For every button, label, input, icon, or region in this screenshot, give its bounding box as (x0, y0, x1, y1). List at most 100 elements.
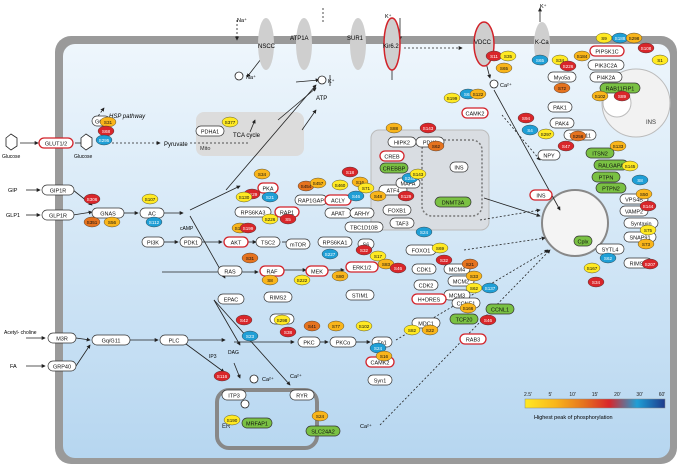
node-gqg11: Gq/G11 (91, 334, 131, 346)
node-vps4b-label: VPS4B (625, 197, 643, 203)
node-itsn2-label: ITSN2 (592, 151, 608, 157)
node-ras-box (217, 265, 243, 277)
phosphosite-14: S21 (261, 191, 279, 203)
phosphosite-44-label: S188 (615, 36, 626, 41)
node-rap1: RAP1 (274, 206, 300, 218)
node-arhy-label: ARHY (354, 211, 370, 217)
node-foxb1-box (382, 204, 412, 216)
node-pkcalpha: PKCα (329, 336, 357, 348)
node-camk2_top-box (461, 107, 489, 119)
node-tp1-label: Tp1 (377, 340, 386, 346)
node-dnmt3a-box (434, 196, 472, 208)
phosphosite-55-marker (621, 160, 639, 172)
node-pak1-box (547, 101, 573, 113)
node-pdha1-box (195, 125, 225, 137)
phosphosite-95-label: S190 (227, 418, 238, 423)
phosphosite-67: S222 (293, 274, 311, 286)
phosphosite-83: S82 (403, 324, 421, 336)
node-syn1-box (367, 374, 393, 386)
phosphosite-35-label: S35 (504, 54, 513, 59)
phosphosite-41: S72 (553, 82, 571, 94)
phosphosite-29-marker (427, 140, 445, 152)
phosphosite-2-label: S295 (99, 138, 110, 143)
phosphosite-56: S8 (631, 174, 649, 186)
phosphosite-9-marker (253, 168, 271, 180)
node-itp3-label: ITP3 (228, 393, 240, 399)
node-erk12-box (345, 261, 379, 273)
phosphosite-53-label: S256 (573, 134, 584, 139)
node-grp40-box (47, 360, 77, 372)
na-in-label: Na⁺ (246, 74, 256, 81)
node-slc24a2-label: SLC24A2 (311, 429, 335, 435)
node-stim1-label: STIM1 (352, 293, 368, 299)
phosphosite-83-label: S82 (408, 328, 417, 333)
legend-tick-5: 30' (636, 392, 643, 398)
node-tcf20-box (449, 313, 479, 325)
phosphosite-21-label: S16 (356, 180, 365, 185)
glucose-in-icon (80, 133, 93, 151)
phosphosite-96-label: S24 (316, 414, 325, 419)
phosphosite-41-marker (553, 82, 571, 94)
phosphosite-84-label: S22 (426, 328, 435, 333)
node-cdk1-label: CDK1 (417, 267, 432, 273)
node-rims2-label: RIMS2 (270, 295, 287, 301)
legend-tick-1: 5' (548, 392, 552, 398)
node-mcm2-label: MCM2 (453, 279, 469, 285)
phosphosite-58: S144 (639, 200, 657, 212)
phosphosite-37-label: S94 (522, 116, 531, 121)
k-in-label: K⁺ (328, 78, 335, 85)
phosphosite-19: S460 (331, 179, 349, 191)
phosphosite-94-marker (213, 370, 231, 382)
node-ptpn2-box (595, 182, 627, 194)
phosphosite-2: S295 (95, 134, 113, 146)
phosphosite-36-marker (495, 62, 513, 74)
phosphosite-47: S1 (651, 54, 669, 66)
phosphosite-60: S73 (637, 238, 655, 250)
phosphosite-0: S31 (99, 116, 117, 128)
ca-ion-ryr-icon (240, 399, 250, 409)
node-cplx: Cplx (573, 235, 593, 247)
phosphosite-61: S207 (641, 258, 659, 270)
node-vamp2-label: VAMP2 (625, 209, 643, 215)
phosphosite-30-label: S88 (390, 126, 399, 131)
phosphosite-38-label: S65 (536, 58, 545, 63)
node-pak1: PAK1 (547, 101, 573, 113)
phosphosite-16-label: S5 (285, 217, 291, 222)
node-myo5a-label: Myo5a (554, 75, 571, 81)
phosphosite-36: S65 (495, 62, 513, 74)
node-hipk2: HIPK2 (387, 136, 417, 148)
phosphosite-87: S298 (273, 314, 291, 326)
node-rab3-label: RAB3 (466, 337, 480, 343)
node-pkcalpha-label: PKCα (336, 340, 351, 346)
kca-label: K-Ca (535, 40, 549, 46)
phosphosite-35-marker (499, 50, 517, 62)
node-rims2-box (263, 291, 293, 303)
node-gip1r: GIP1R (41, 184, 75, 196)
node-pipsk1c: PIPSK1C (589, 45, 625, 57)
ca-low-label: Ca²⁺ (360, 423, 372, 430)
phosphosite-56-label: S8 (637, 178, 643, 183)
legend-colorbar (524, 398, 666, 409)
phosphosite-79: S62 (465, 282, 483, 294)
phosphosite-69-marker (331, 270, 349, 282)
node-akt-label: AKT (231, 240, 242, 246)
phosphosite-37-marker (517, 112, 535, 124)
phosphosite-13-marker (239, 222, 257, 234)
node-pi3k-label: PI3K (147, 240, 159, 246)
legend-tick-2: 10' (569, 392, 576, 398)
phosphosite-35: S35 (499, 50, 517, 62)
node-rap1gap-label: RAP1GAP (298, 198, 324, 204)
phosphosite-82-marker (479, 314, 497, 326)
node-foxb1-label: FOXB1 (388, 208, 406, 214)
node-glut12: GLUT1/2 (38, 137, 74, 149)
phosphosite-62: S62 (599, 252, 617, 264)
node-epac: EPAC (217, 293, 245, 305)
node-rps6ka1-label: RPS6KA1 (323, 240, 348, 246)
phosphosite-52: S47 (557, 140, 575, 152)
phosphosite-54-marker (609, 140, 627, 152)
phosphosite-27-marker (409, 168, 427, 180)
node-foxo1-label: FOXO1 (412, 248, 431, 254)
phosphosite-0-label: S31 (104, 120, 113, 125)
node-cdk1: CDK1 (411, 263, 437, 275)
